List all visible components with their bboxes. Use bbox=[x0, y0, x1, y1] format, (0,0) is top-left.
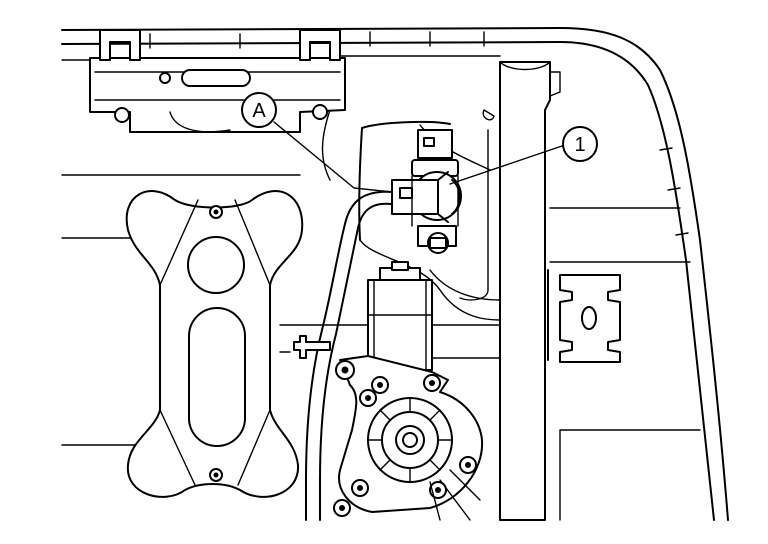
side-bracket-hole bbox=[581, 306, 597, 330]
sensor-connector bbox=[391, 179, 439, 215]
wire-harness bbox=[293, 190, 393, 521]
outer-frame bbox=[61, 27, 729, 521]
beam-hole bbox=[312, 104, 328, 120]
beam-hole bbox=[159, 72, 171, 84]
callout-1-label: 1 bbox=[574, 134, 585, 156]
beam-slot bbox=[181, 69, 251, 87]
callout-1: 1 bbox=[562, 126, 598, 162]
wire-clip bbox=[293, 335, 331, 359]
bracket-slot bbox=[188, 307, 246, 447]
bracket-hole bbox=[187, 236, 245, 294]
beam-clip bbox=[99, 29, 141, 61]
leader-line-a bbox=[273, 121, 393, 193]
vertical-column bbox=[482, 61, 561, 521]
gear-housing bbox=[333, 355, 484, 521]
upper-beam bbox=[89, 29, 346, 133]
motor bbox=[367, 261, 433, 371]
callout-1-circle bbox=[562, 126, 598, 162]
leader-line-1 bbox=[449, 145, 563, 185]
right-side-bracket bbox=[547, 207, 691, 363]
left-bracket bbox=[125, 190, 304, 498]
leader-lines bbox=[273, 121, 563, 193]
beam-clip bbox=[299, 29, 341, 61]
sensor-actuator bbox=[391, 129, 462, 254]
callout-a: A bbox=[241, 92, 277, 128]
beam-hole bbox=[114, 107, 130, 123]
callout-a-label: A bbox=[252, 100, 266, 122]
motor-body bbox=[367, 279, 433, 371]
callout-a-circle bbox=[241, 92, 277, 128]
inner-panel bbox=[279, 120, 701, 521]
